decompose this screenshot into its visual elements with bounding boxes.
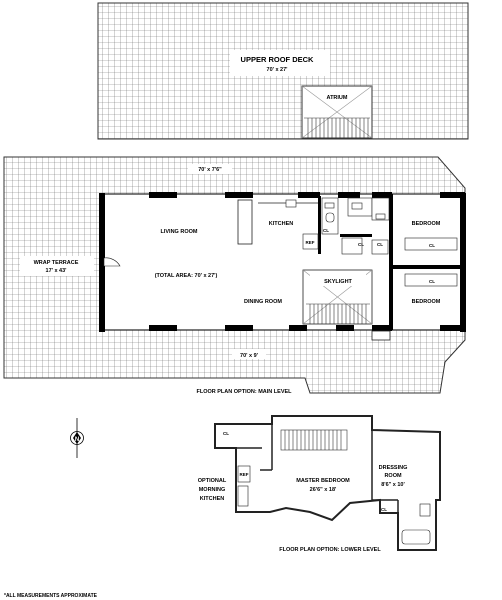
lower-closet-label-1: CL — [223, 431, 229, 436]
bedroom2-closet-label: CL — [429, 279, 435, 284]
closet-label-1: CL — [323, 228, 329, 233]
roof-deck-dims: 70' x 27' — [267, 67, 289, 73]
kitchen-sink — [285, 199, 297, 208]
lower-bathtub — [401, 529, 431, 545]
dressing-label-2: ROOM — [384, 473, 402, 479]
total-area-label: (TOTAL AREA: 70' x 27') — [155, 273, 218, 279]
bedroom2-closet — [404, 273, 458, 287]
entry-door — [103, 257, 121, 267]
skylight — [302, 269, 373, 325]
top-dimension: 70' x 7'6" — [198, 167, 222, 173]
master-bedroom-dims: 26'6" x 18' — [310, 487, 337, 493]
bedroom1-closet-label: CL — [429, 243, 435, 248]
lower-ref-label: REF — [240, 472, 249, 477]
kitchen-island — [237, 199, 253, 245]
bedroom2-label: BEDROOM — [412, 299, 441, 305]
lower-counter — [237, 485, 249, 507]
balcony — [371, 330, 391, 341]
closet-label-3: CL — [377, 242, 383, 247]
main-level: 70' x 7'6" WRAP TERRACE 17' x 43' — [3, 156, 466, 395]
lower-closet-label-2: CL — [381, 507, 387, 512]
dressing-label-1: DRESSING — [379, 465, 408, 471]
lower-level-caption: FLOOR PLAN OPTION: LOWER LEVEL — [279, 547, 381, 553]
atrium-label: ATRIUM — [327, 95, 348, 101]
bedroom1-label: BEDROOM — [412, 221, 441, 227]
living-room-label: LIVING ROOM — [161, 229, 198, 235]
dining-room-label: DINING ROOM — [244, 299, 282, 305]
lower-ref-box — [237, 465, 251, 483]
ref-label: REF — [306, 240, 315, 245]
atrium: ATRIUM — [301, 85, 373, 139]
north-compass: N — [70, 418, 84, 458]
optional-label-3: KITCHEN — [200, 496, 224, 502]
master-bedroom-label: MASTER BEDROOM — [296, 478, 350, 484]
optional-label-1: OPTIONAL — [198, 478, 227, 484]
wrap-terrace-dims: 17' x 43' — [46, 268, 68, 274]
optional-label-2: MORNING — [199, 487, 226, 493]
ref-box — [302, 233, 319, 250]
upper-roof-deck: UPPER ROOF DECK 70' x 27' ATRIUM — [97, 2, 469, 140]
lower-sink — [419, 503, 431, 517]
closet-label-2: CL — [358, 242, 364, 247]
bathrooms — [321, 197, 390, 255]
footnote: *ALL MEASUREMENTS APPROXIMATE — [4, 593, 98, 599]
kitchen-label: KITCHEN — [269, 221, 293, 227]
main-level-caption: FLOOR PLAN OPTION: MAIN LEVEL — [196, 389, 292, 395]
compass-n-label: N — [75, 437, 79, 443]
roof-deck-title: UPPER ROOF DECK — [241, 55, 315, 64]
bedroom1-closet — [404, 237, 458, 251]
lower-stairs — [280, 429, 348, 451]
wrap-terrace-label: WRAP TERRACE — [34, 260, 79, 266]
skylight-label: SKYLIGHT — [324, 279, 352, 285]
dressing-dims: 8'6" x 10' — [381, 482, 405, 488]
bottom-dimension: 70' x 9' — [240, 353, 259, 359]
lower-level: N CL — [70, 415, 441, 553]
main-building — [100, 193, 466, 331]
